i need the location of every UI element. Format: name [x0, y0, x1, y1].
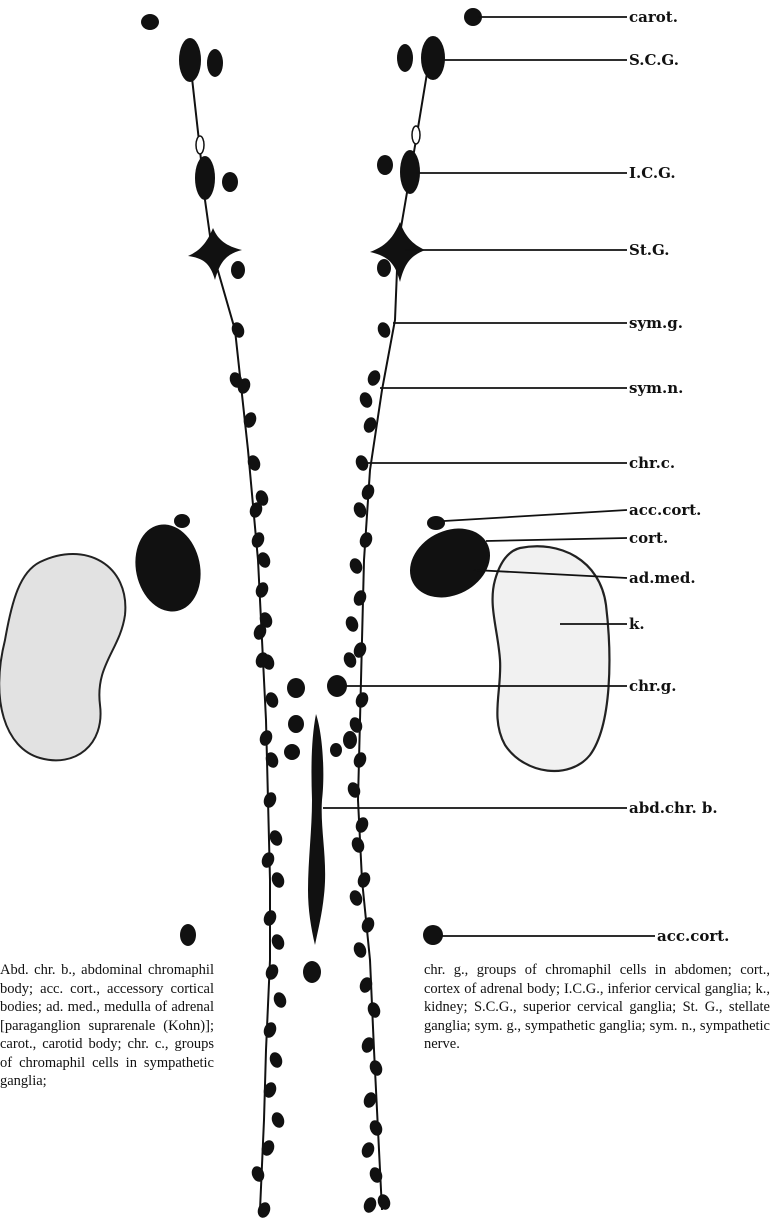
label-stg: St.G. — [629, 241, 669, 259]
sympathetic-ganglion-dot — [352, 588, 369, 607]
sympathetic-ganglion-dot — [358, 390, 375, 409]
right-ganglion — [377, 155, 393, 175]
caption-left-text: Abd. chr. b., abdominal chromaphil body;… — [0, 961, 214, 1091]
label-acccort-bottom: acc.cort. — [657, 927, 729, 945]
sympathetic-ganglion-dot — [270, 1110, 287, 1129]
sympathetic-ganglion-dot — [376, 320, 393, 339]
label-chrc: chr.c. — [629, 454, 675, 472]
sympathetic-ganglion-dot — [368, 1165, 385, 1184]
sympathetic-ganglion-dot — [268, 828, 285, 847]
left-ganglion — [231, 261, 245, 279]
sympathetic-ganglion-dot — [360, 1140, 377, 1159]
chromaphil-group — [284, 744, 300, 760]
right-sympathetic-nerve — [358, 55, 430, 1210]
sympathetic-ganglion-dot — [348, 556, 365, 575]
left-inferior-cervical-ganglion — [195, 156, 215, 200]
caption-left: Abd. chr. b., abdominal chromaphil body;… — [0, 961, 214, 1091]
sympathetic-ganglion-dot — [352, 940, 369, 959]
sympathetic-ganglion-dot — [256, 1200, 273, 1219]
chromaphil-group — [330, 743, 342, 757]
label-acccort-top: acc.cort. — [629, 501, 701, 519]
leader-line-acccort-top — [444, 510, 627, 521]
right-adrenal — [398, 515, 502, 611]
accessory-cortical-body — [423, 925, 443, 945]
label-carot: carot. — [629, 8, 678, 26]
sympathetic-ganglion-dot — [360, 482, 377, 501]
label-scg: S.C.G. — [629, 51, 679, 69]
label-chrg: chr.g. — [629, 677, 677, 695]
abdominal-chromaphil-body — [308, 714, 325, 945]
label-k: k. — [629, 615, 645, 633]
sympathetic-ganglion-dot — [348, 888, 365, 907]
right-kidney — [493, 546, 610, 771]
leader-line-cort — [486, 538, 627, 541]
sympathetic-ganglion-dot — [270, 932, 287, 951]
sympathetic-ganglion-dot — [358, 530, 375, 549]
left-carotid-body — [141, 14, 159, 30]
sympathetic-ganglion-dot — [260, 850, 277, 869]
sympathetic-ganglion-dot — [376, 1192, 393, 1211]
right-inferior-cervical-ganglion — [400, 150, 420, 194]
leader-lines — [323, 17, 655, 936]
sympathetic-ganglion-dot — [254, 580, 271, 599]
left-adrenal-body — [128, 518, 209, 617]
right-adrenal-body — [398, 515, 502, 611]
sympathetic-ganglion-dot — [368, 1058, 385, 1077]
label-cort: cort. — [629, 529, 668, 547]
sympathetic-ganglion-dot — [356, 870, 373, 889]
chromaphil-group — [288, 715, 304, 733]
chromaphil-group — [303, 961, 321, 983]
labels: carot. S.C.G. I.C.G. St.G. sym.g. sym.n.… — [629, 8, 729, 945]
sympathetic-ganglion-dot — [346, 780, 363, 799]
sympathetic-ganglion-dot — [344, 614, 361, 633]
chromaphil-group — [327, 675, 347, 697]
chromaphil-group — [343, 731, 357, 749]
sympathetic-ganglion-dot — [366, 1000, 383, 1019]
chain-chromaphil-groups — [228, 320, 393, 1219]
sympathetic-ganglion-dot — [250, 530, 267, 549]
label-symg: sym.g. — [629, 314, 683, 332]
sympathetic-ganglion-dot — [258, 728, 275, 747]
accessory-cortical-body — [180, 924, 196, 946]
sympathetic-ganglion-dot — [262, 908, 279, 927]
left-ganglion — [222, 172, 238, 192]
chromaphil-group — [287, 678, 305, 698]
left-accessory-cortical-body — [174, 514, 190, 528]
left-kidney — [0, 554, 125, 760]
abdominal-chromaphil-groups — [180, 675, 443, 983]
sympathetic-ganglion-dot — [368, 1118, 385, 1137]
sympathetic-ganglion-dot — [354, 690, 371, 709]
sympathetic-ganglion-dot — [262, 790, 279, 809]
right-superior-cervical-ganglion — [421, 36, 445, 80]
sympathetic-ganglion-dot — [350, 835, 367, 854]
right-accessory-cortical-body — [427, 516, 445, 530]
sympathetic-ganglion-dot — [264, 962, 281, 981]
label-icg: I.C.G. — [629, 164, 676, 182]
caption-right: chr. g., groups of chromaphil cells in a… — [424, 961, 770, 1054]
sympathetic-ganglion-dot — [250, 1164, 267, 1183]
label-symn: sym.n. — [629, 379, 683, 397]
caption-right-text: chr. g., groups of chromaphil cells in a… — [424, 961, 770, 1054]
sympathetic-ganglion-dot — [268, 1050, 285, 1069]
sympathetic-ganglion-dot — [352, 500, 369, 519]
right-ganglion — [397, 44, 413, 72]
sympathetic-ganglion-dot — [354, 815, 371, 834]
left-small-ganglion — [196, 136, 204, 154]
label-abdchrb: abd.chr. b. — [629, 799, 718, 817]
left-superior-cervical-ganglion — [179, 38, 201, 82]
sympathetic-ganglion-dot — [272, 990, 289, 1009]
right-small-ganglion — [412, 126, 420, 144]
sympathetic-ganglion-dot — [360, 915, 377, 934]
right-ganglion — [377, 259, 391, 277]
sympathetic-ganglion-dot — [366, 368, 383, 387]
sympathetic-ganglion-dot — [262, 1020, 279, 1039]
label-admed: ad.med. — [629, 569, 696, 587]
sympathetic-ganglion-dot — [270, 870, 287, 889]
sympathetic-ganglion-dot — [362, 1195, 379, 1214]
sympathetic-ganglion-dot — [352, 750, 369, 769]
left-ganglion — [207, 49, 223, 77]
left-adrenal — [128, 514, 209, 618]
